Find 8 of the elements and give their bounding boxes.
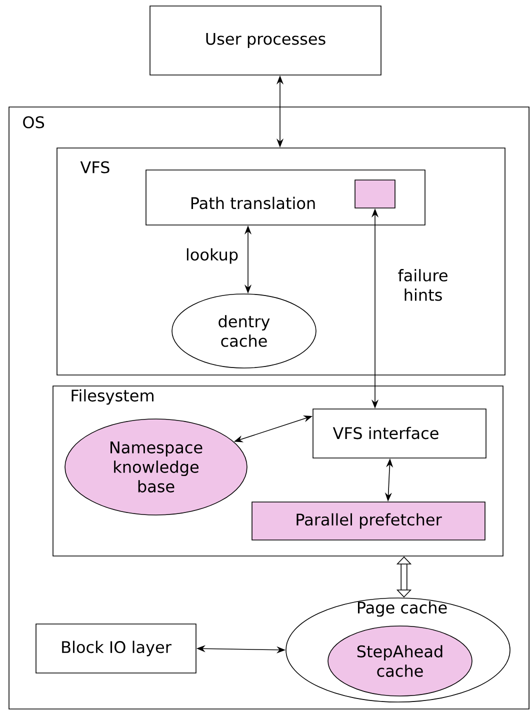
edge-label: lookup bbox=[184, 247, 240, 265]
edge-label: failure hints bbox=[387, 268, 459, 302]
prefetcher-box: Parallel prefetcher bbox=[252, 502, 486, 540]
process-box: Path translation bbox=[146, 170, 426, 226]
process-box: User processes bbox=[150, 6, 382, 76]
small-box bbox=[354, 180, 396, 208]
interface-box: VFS interface bbox=[312, 408, 486, 458]
process-box: Block IO layer bbox=[36, 624, 196, 674]
